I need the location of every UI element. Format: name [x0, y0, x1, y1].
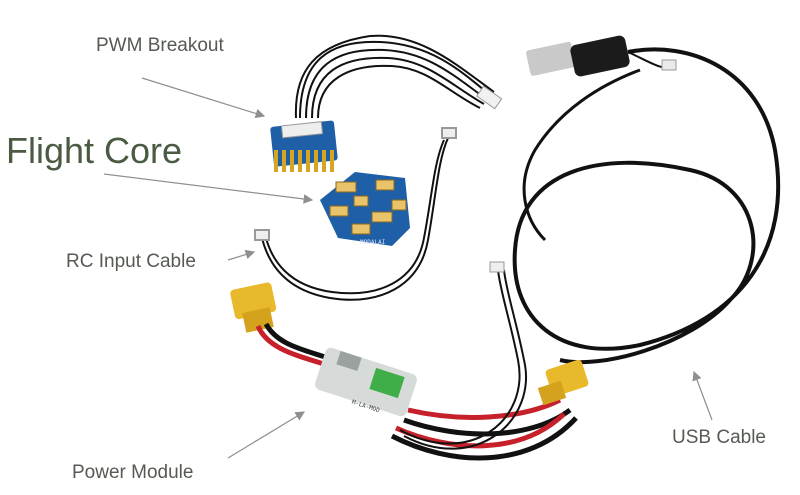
label-flight-core: Flight Core — [6, 130, 183, 171]
arrow-usb-cable — [692, 370, 713, 421]
flight-core-silkscreen: MODALAI — [360, 239, 386, 246]
pwm-breakout — [270, 34, 503, 172]
label-rc-input-cable: RC Input Cable — [66, 251, 196, 272]
arrow-flight-core — [103, 173, 314, 204]
arrow-pwm-breakout — [141, 77, 266, 119]
arrow-power-module — [227, 411, 306, 459]
usb-cable — [512, 35, 781, 365]
usb-plug — [526, 35, 630, 77]
usb-small-connector — [661, 59, 677, 71]
xt60-connector-left — [230, 282, 277, 333]
pwm-breakout-harness — [294, 34, 495, 119]
pwm-header-pins — [274, 150, 334, 172]
xt60-connector-right — [537, 359, 589, 406]
power-module-body: M-LA-MOD — [315, 347, 417, 417]
rc-input-cable — [254, 127, 457, 301]
flight-core-board: MODALAI — [320, 172, 410, 246]
flight-core-connectors — [329, 179, 407, 235]
usb-cable-loop — [512, 47, 781, 365]
label-pwm-breakout: PWM Breakout — [96, 35, 224, 56]
label-power-module: Power Module — [72, 462, 194, 483]
callout-arrows — [103, 77, 713, 459]
power-module: M-LA-MOD — [230, 261, 589, 461]
arrow-rc-input — [227, 249, 256, 261]
label-usb-cable: USB Cable — [672, 427, 766, 448]
